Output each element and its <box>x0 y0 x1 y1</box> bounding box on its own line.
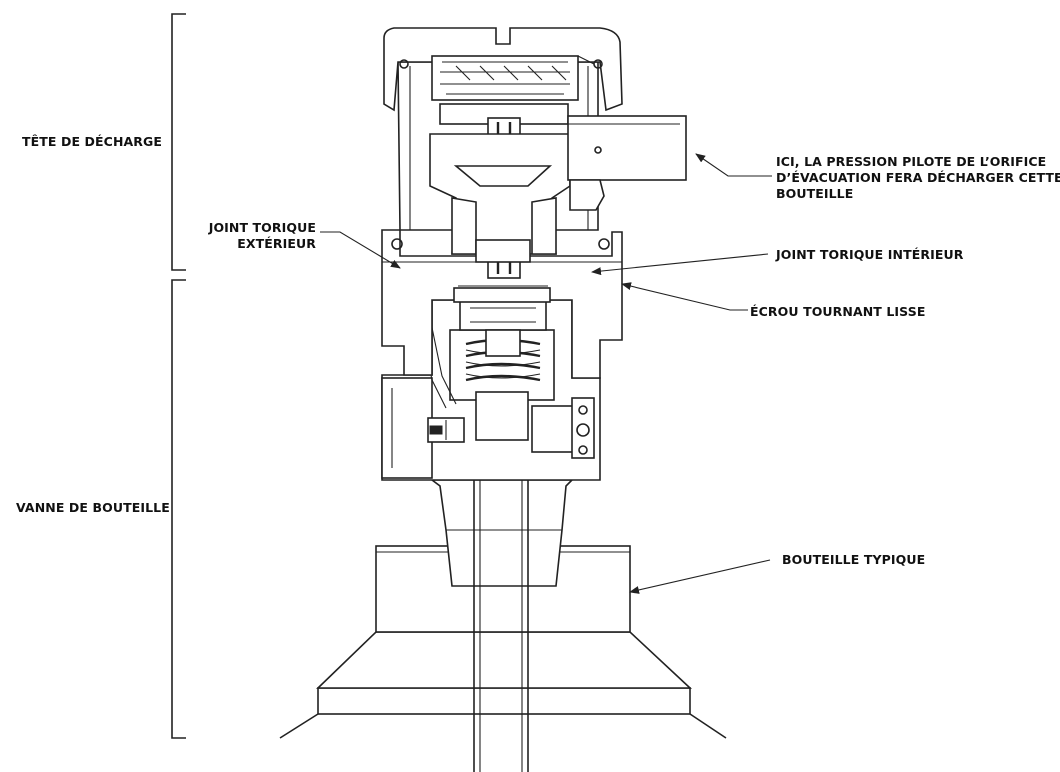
swivel-nut-label: ÉCROU TOURNANT LISSE <box>750 304 926 319</box>
outer-oring-leader <box>320 231 401 269</box>
typical-cylinder-label: BOUTEILLE TYPIQUE <box>782 552 926 567</box>
outer-oring-label-line1: JOINT TORIQUE <box>208 220 316 235</box>
discharge-head-label: TÊTE DE DÉCHARGE <box>22 134 162 149</box>
pilot-pressure-label-line3: BOUTEILLE <box>776 186 854 201</box>
pilot-pressure-label-line1: ICI, LA PRESSION PILOTE DE L’ORIFICE <box>776 154 1047 169</box>
pilot-pressure-label-line2: D’ÉVACUATION FERA DÉCHARGER CETTE <box>776 170 1060 185</box>
typical-cylinder-shape <box>279 545 727 739</box>
cylinder-valve-bracket <box>171 279 186 739</box>
inner-oring-label: JOINT TORIQUE INTÉRIEUR <box>776 247 964 262</box>
cylinder-valve-label: VANNE DE BOUTEILLE <box>16 500 170 515</box>
inner-oring-leader <box>591 253 769 276</box>
swivel-nut-leader <box>621 282 748 311</box>
discharge-head-body <box>381 27 687 379</box>
pilot-pressure-leader <box>695 153 772 177</box>
discharge-head-bracket <box>171 13 186 271</box>
cylinder-valve-body <box>381 271 601 772</box>
outer-oring-label-line2: EXTÉRIEUR <box>237 236 316 251</box>
typical-cylinder-leader <box>629 559 771 594</box>
